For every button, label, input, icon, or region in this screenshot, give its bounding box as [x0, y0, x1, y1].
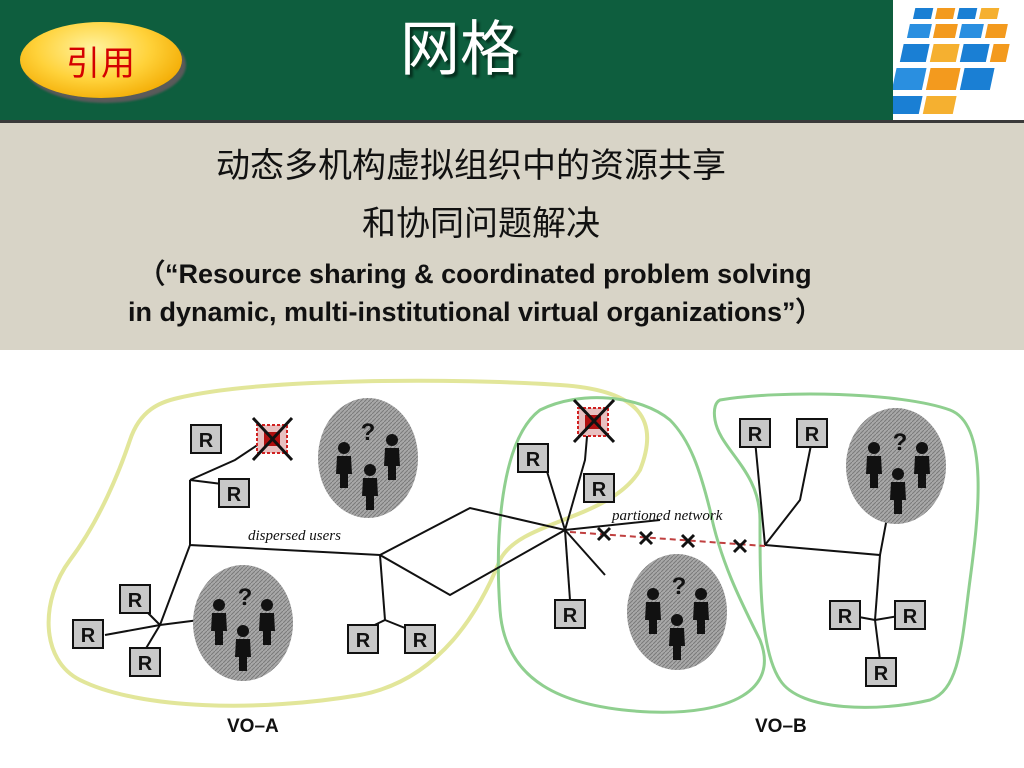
page-title: 网格 [400, 15, 520, 85]
header-divider [0, 120, 1024, 123]
resource-node: R [218, 478, 250, 508]
resource-node: R [894, 600, 926, 630]
subtitle-en-line1: （“Resource sharing & coordinated problem… [138, 259, 812, 289]
resource-node: R [554, 599, 586, 629]
resource-node: R [829, 600, 861, 630]
resource-node: R [517, 443, 549, 473]
svg-text:?: ? [672, 573, 687, 600]
logo [884, 0, 1024, 120]
svg-text:R: R [805, 424, 820, 446]
grid-logo-icon [884, 8, 1010, 114]
virtual-organization-diagram: R R R R R R R R R R R R R R R ? ? ? [46, 378, 980, 737]
citation-badge: 引用 [20, 22, 182, 98]
svg-text:R: R [81, 625, 96, 647]
resource-node: R [72, 619, 104, 649]
user-group: ? [846, 408, 946, 524]
user-group: ? [318, 398, 418, 518]
svg-text:R: R [199, 430, 214, 452]
network-links [104, 424, 906, 661]
user-group: ? [193, 565, 293, 681]
svg-text:R: R [227, 484, 242, 506]
resource-node: R [190, 424, 222, 454]
svg-text:R: R [138, 653, 153, 675]
svg-text:R: R [413, 630, 428, 652]
svg-text:R: R [526, 449, 541, 471]
vo-b-label: VO–B [755, 716, 807, 737]
svg-text:R: R [356, 630, 371, 652]
resource-node: R [404, 624, 436, 654]
svg-text:R: R [748, 424, 763, 446]
vo-b-boundary-right [712, 392, 980, 709]
svg-text:R: R [903, 606, 918, 628]
svg-text:?: ? [238, 584, 253, 611]
resource-node: R [796, 418, 828, 448]
vo-a-boundary [46, 378, 650, 708]
svg-text:?: ? [361, 419, 376, 446]
vo-a-label: VO–A [227, 716, 279, 737]
subtitle-band [0, 123, 1024, 350]
resource-node: R [583, 473, 615, 503]
resource-node: R [739, 418, 771, 448]
subtitle-zh-line2: 和协同问题解决 [362, 204, 600, 244]
user-group: ? [627, 554, 727, 670]
resource-node: R [347, 624, 379, 654]
dispersed-users-label: dispersed users [248, 528, 341, 544]
vo-b-boundary-left [496, 396, 766, 714]
svg-text:R: R [128, 590, 143, 612]
svg-text:R: R [874, 663, 889, 685]
resource-node: R [119, 584, 151, 614]
failed-resource-node [572, 398, 616, 444]
svg-text:?: ? [893, 429, 908, 456]
resource-node: R [129, 647, 161, 677]
failed-resource-node [251, 416, 294, 462]
resource-node: R [865, 657, 897, 687]
svg-text:R: R [563, 605, 578, 627]
svg-text:R: R [592, 479, 607, 501]
break-marks [596, 526, 748, 554]
partitioned-network-label: partioned network [611, 508, 723, 524]
subtitle-zh-line1: 动态多机构虚拟组织中的资源共享 [216, 146, 726, 186]
svg-text:R: R [838, 606, 853, 628]
citation-badge-label: 引用 [66, 43, 136, 84]
subtitle-en-line2: in dynamic, multi-institutional virtual … [128, 297, 823, 327]
header-bar: 引用 网格 [0, 0, 893, 120]
